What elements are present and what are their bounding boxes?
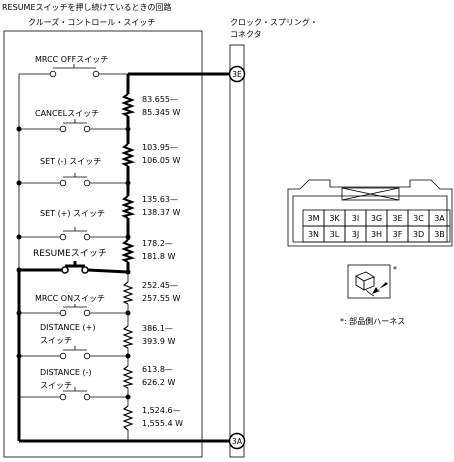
harness-note: *: 部品側ハーネス (340, 316, 405, 326)
svg-text:3I: 3I (352, 214, 359, 223)
svg-text:386.1—: 386.1— (142, 324, 173, 333)
svg-text:85.345 W: 85.345 W (142, 108, 181, 117)
svg-text:3K: 3K (329, 214, 340, 223)
terminal-3a: 3A (228, 432, 246, 450)
switch-label: DISTANCE (+) (40, 323, 95, 332)
diagram-title: RESUMEスイッチを押し続けているときの回路 (2, 2, 172, 12)
resistor-value-3: 135.63— 138.37 W (142, 195, 181, 217)
switch-label-line2: スイッチ (40, 336, 72, 345)
resistor-8 (122, 405, 134, 431)
resistor-value-6: 386.1— 393.9 W (142, 324, 175, 346)
resistor-3 (121, 195, 136, 219)
svg-text:3D: 3D (413, 230, 424, 239)
svg-text:3B: 3B (434, 230, 445, 239)
resistor-value-8: 1,524.6— 1,555.4 W (142, 406, 183, 428)
resistor-value-1: 83.655— 85.345 W (142, 95, 181, 117)
svg-text:106.05 W: 106.05 W (142, 156, 181, 165)
svg-text:613.8—: 613.8— (142, 365, 173, 374)
resistor-value-7: 613.8— 626.2 W (142, 365, 175, 387)
harness-side-icon: * (347, 264, 397, 299)
pin-grid (302, 209, 451, 243)
switch-set-plus: SET (+) スイッチ (19, 209, 128, 241)
resistor-4 (121, 239, 136, 263)
svg-text:181.8 W: 181.8 W (142, 252, 175, 261)
svg-text:3E: 3E (392, 214, 402, 223)
svg-text:393.9 W: 393.9 W (142, 337, 175, 346)
resistor-value-5: 252.45— 257.55 W (142, 281, 181, 303)
switch-set-minus: SET (-) スイッチ (19, 157, 128, 187)
svg-text:3F: 3F (393, 230, 403, 239)
pin-labels: 3M 3K 3I 3G 3E 3C 3A 3N 3L 3J 3H 3F 3D 3… (308, 214, 446, 239)
switch-distance-plus: DISTANCE (+) スイッチ (19, 323, 128, 360)
resistor-2 (121, 143, 136, 167)
switch-label: SET (+) スイッチ (40, 209, 105, 218)
right-box-label-line1: クロック・スプリング・ (230, 17, 318, 27)
junction-dot (125, 394, 131, 400)
svg-text:3N: 3N (308, 230, 319, 239)
switch-label: RESUMEスイッチ (33, 248, 107, 259)
svg-text:3L: 3L (330, 230, 340, 239)
right-box-label-line2: コネクタ (230, 30, 262, 39)
switch-mrcc-on: MRCC ONスイッチ (19, 294, 128, 317)
svg-text:626.2 W: 626.2 W (142, 378, 175, 387)
terminal-3a-label: 3A (232, 437, 243, 446)
terminal-3e: 3E (228, 65, 246, 83)
svg-text:178.2—: 178.2— (142, 239, 173, 248)
cruise-switch-box (3, 30, 203, 458)
switch-distance-minus: DISTANCE (-) スイッチ (19, 368, 128, 401)
left-box-label: クルーズ・コントロール・スイッチ (28, 17, 155, 27)
resistor-value-4: 178.2— 181.8 W (142, 239, 175, 261)
harness-asterisk: * (393, 265, 397, 274)
resistor-value-2: 103.95— 106.05 W (142, 143, 181, 165)
svg-text:103.95—: 103.95— (142, 143, 178, 152)
switch-resume: RESUMEスイッチ (19, 248, 129, 274)
switch-cancel: CANCELスイッチ (19, 109, 128, 133)
svg-text:3G: 3G (371, 214, 382, 223)
svg-text:83.655—: 83.655— (142, 95, 178, 104)
svg-text:3C: 3C (413, 214, 424, 223)
svg-text:3M: 3M (308, 214, 320, 223)
svg-text:1,555.4 W: 1,555.4 W (142, 419, 183, 428)
switch-label: DISTANCE (-) (40, 368, 92, 377)
switch-label: SET (-) スイッチ (40, 157, 101, 166)
svg-text:138.37 W: 138.37 W (142, 208, 181, 217)
switch-label: CANCELスイッチ (35, 109, 99, 118)
svg-text:257.55 W: 257.55 W (142, 294, 181, 303)
switch-label-line2: スイッチ (40, 381, 72, 390)
svg-text:3A: 3A (434, 214, 445, 223)
switch-label: MRCC ONスイッチ (35, 294, 105, 303)
switch-mrcc-off: MRCC OFFスイッチ (35, 55, 108, 78)
resistor-5 (122, 281, 134, 305)
terminal-3e-label: 3E (232, 70, 242, 79)
svg-text:135.63—: 135.63— (142, 195, 178, 204)
clock-spring-box (229, 44, 245, 458)
svg-text:252.45—: 252.45— (142, 281, 178, 290)
svg-text:3H: 3H (371, 230, 382, 239)
resistor-6 (122, 325, 134, 349)
svg-text:1,524.6—: 1,524.6— (142, 406, 181, 415)
switch-label: MRCC OFFスイッチ (35, 55, 108, 64)
connector-face: 3M 3K 3I 3G 3E 3C 3A 3N 3L 3J 3H 3F 3D 3… (287, 179, 453, 247)
resistor-1 (121, 93, 136, 117)
resistor-7 (122, 365, 134, 389)
svg-text:3J: 3J (352, 230, 359, 239)
